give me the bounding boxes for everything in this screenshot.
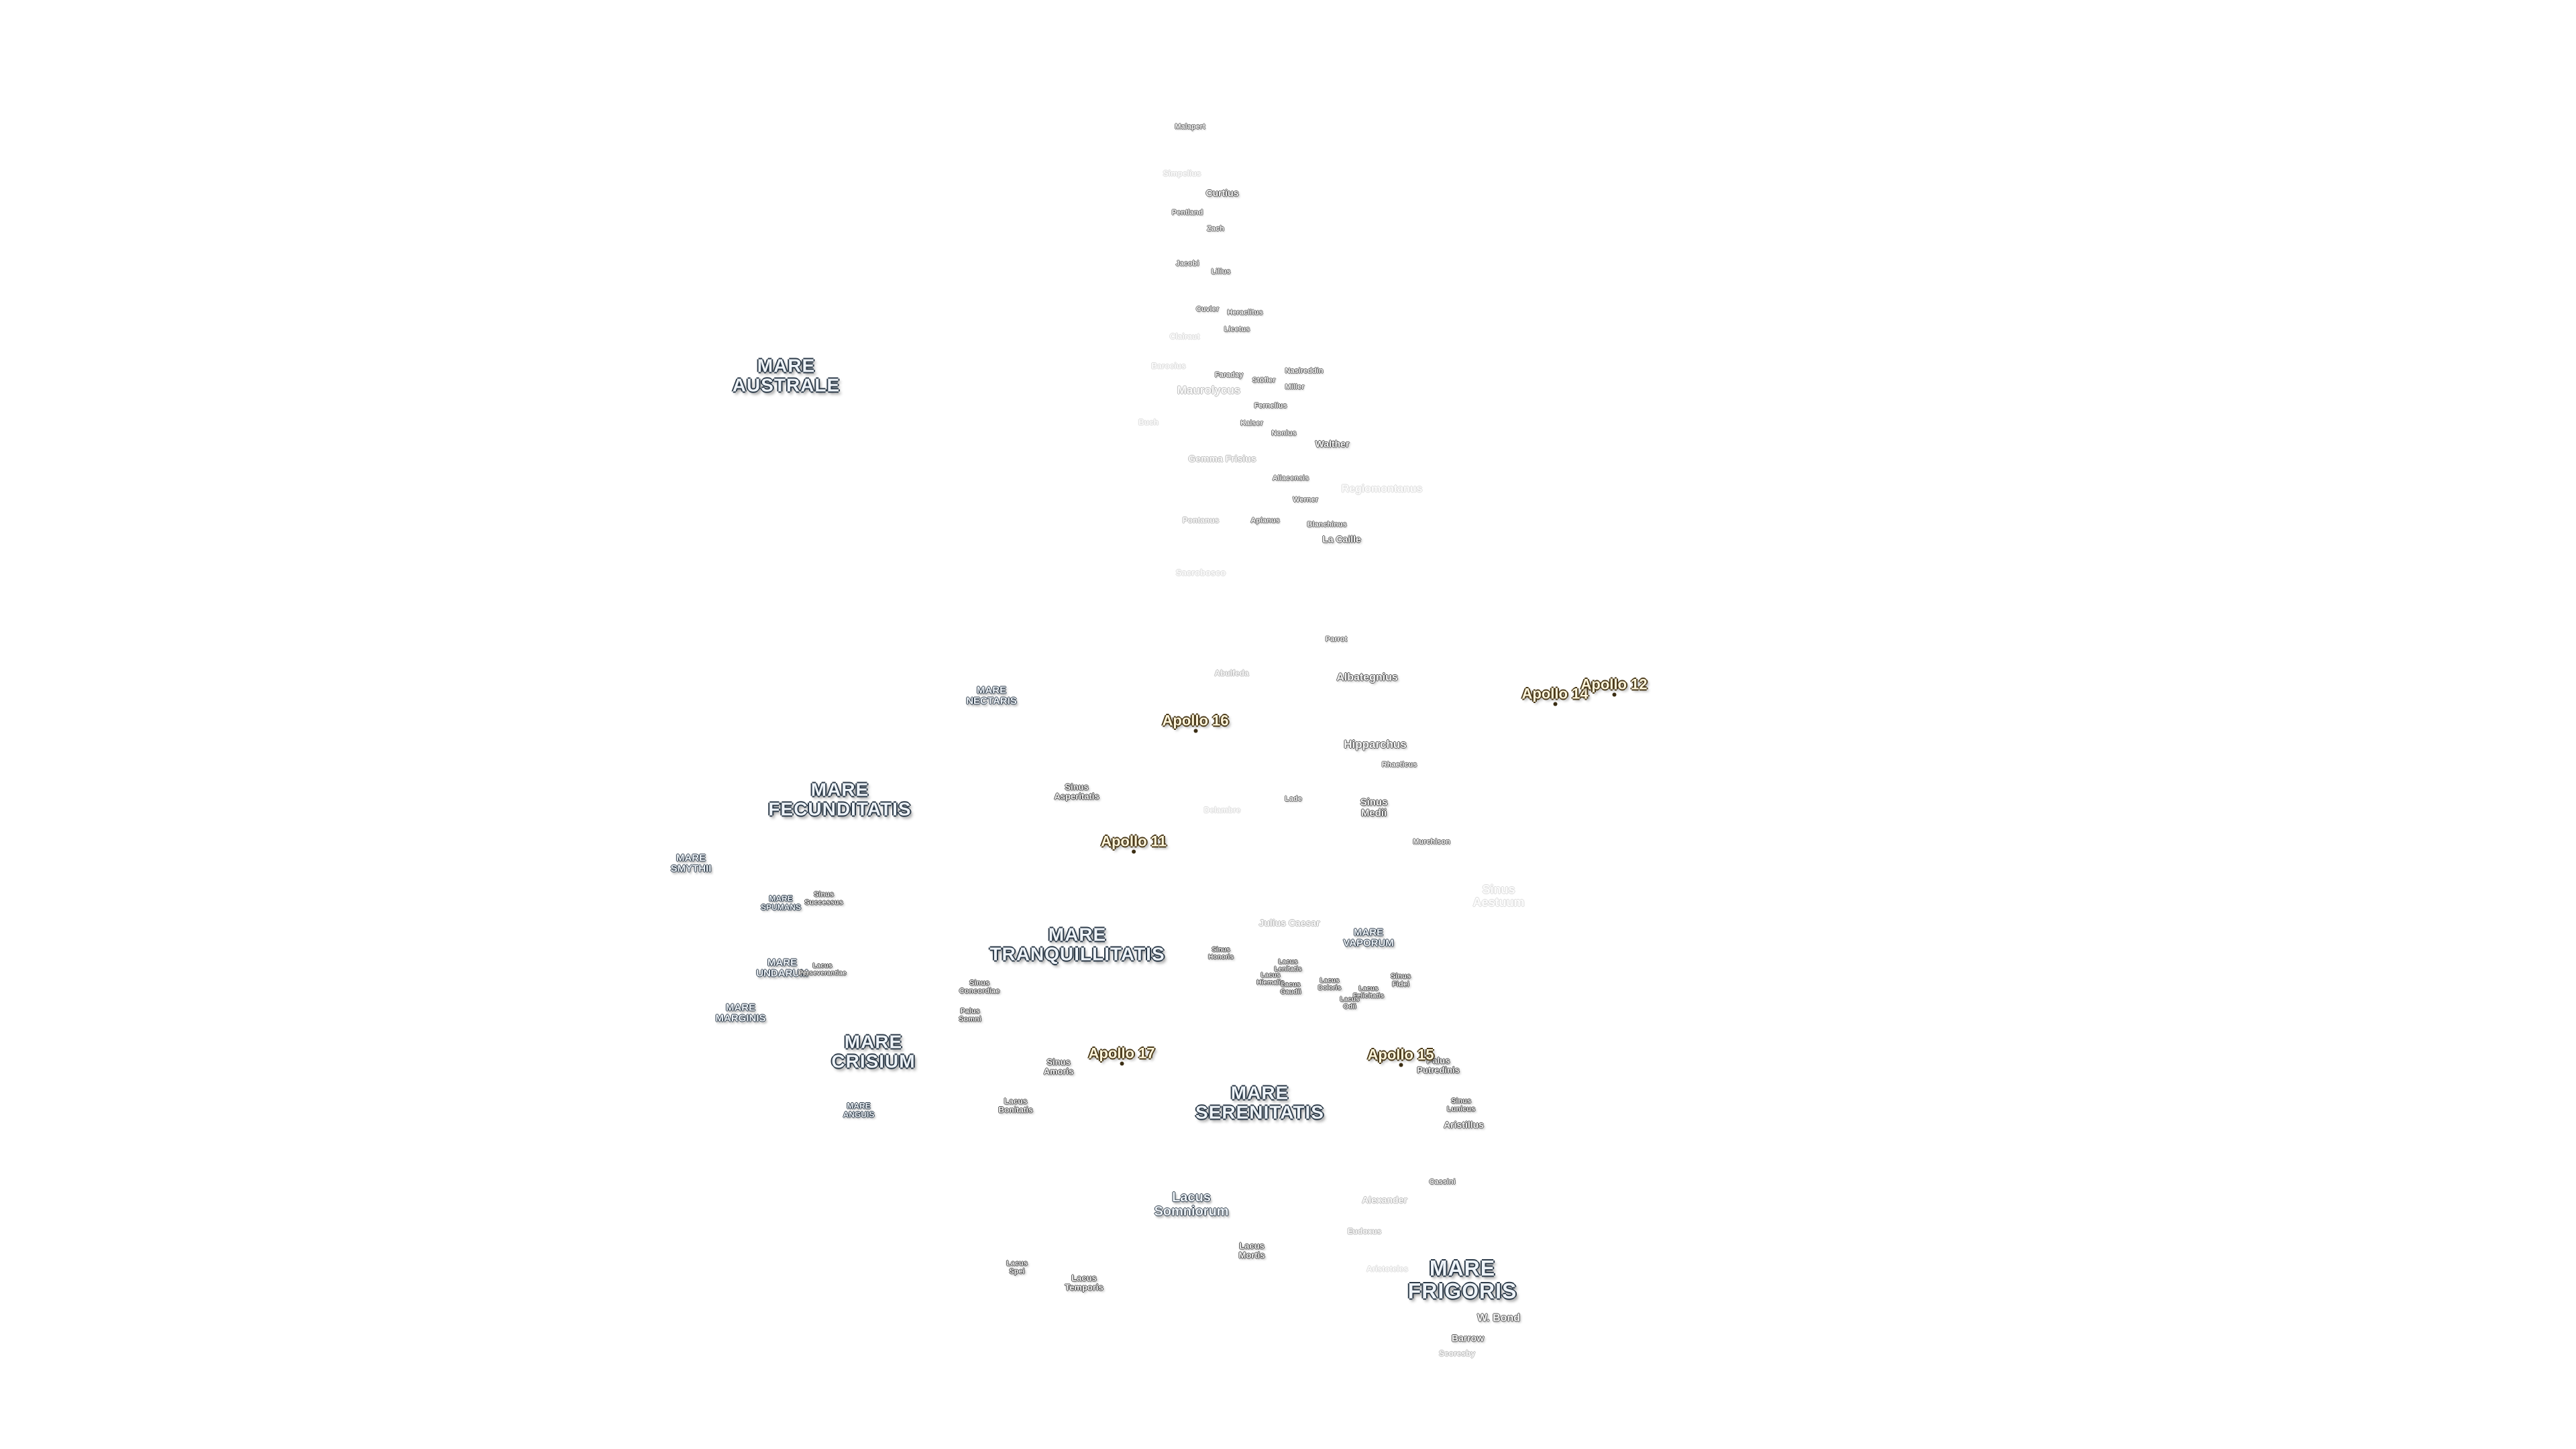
crater-label: Parrot	[1325, 635, 1348, 644]
apollo-16-marker[interactable]: Apollo 16	[1162, 712, 1229, 733]
crater-label: Stöfler	[1252, 376, 1276, 385]
feature-label: Sinus Honoris	[1208, 946, 1234, 961]
mare-label: MARE NECTARIS	[966, 684, 1017, 706]
crater-label: Sacrobosco	[1175, 568, 1226, 578]
mare-label: MARE AUSTRALE	[732, 355, 841, 396]
crater-label: Jacobi	[1175, 260, 1199, 268]
mare-label: MARE TRANQUILLITATIS	[989, 924, 1165, 965]
apollo-12-marker[interactable]: Apollo 12	[1580, 676, 1648, 697]
crater-label: Miller	[1285, 383, 1305, 392]
mare-label: MARE SPUMANS	[760, 894, 802, 912]
feature-label: Lacus Somniorum	[1154, 1190, 1229, 1219]
crater-label: Lilius	[1211, 268, 1231, 276]
feature-label: Lacus Mortis	[1238, 1240, 1265, 1260]
crater-label: Licetus	[1224, 325, 1250, 334]
feature-label: Lacus Doloris	[1318, 977, 1342, 991]
apollo-14-marker[interactable]: Apollo 14	[1521, 685, 1589, 706]
crater-label: Murchison	[1413, 838, 1450, 847]
crater-label: Aristoteles	[1366, 1264, 1409, 1274]
crater-label: Pentland	[1171, 209, 1203, 217]
mare-label: MARE FRIGORIS	[1407, 1256, 1517, 1303]
mare-label: MARE ANGUIS	[843, 1101, 875, 1119]
feature-label: Sinus Amoris	[1043, 1057, 1074, 1076]
mare-label: MARE SMYTHII	[670, 852, 712, 874]
crater-label: Cuvier	[1195, 305, 1220, 314]
crater-label: Albategnius	[1336, 672, 1398, 684]
feature-label: Lacus Spei	[1006, 1259, 1028, 1275]
mare-label: MARE MARGINIS	[715, 1002, 766, 1024]
crater-label: Nasireddin	[1285, 367, 1324, 376]
crater-label: Simpelius	[1163, 168, 1201, 178]
feature-label: Lacus Felicitatis	[1352, 985, 1385, 1000]
crater-label: Alexander	[1362, 1194, 1407, 1205]
crater-label: Kaiser	[1240, 419, 1263, 428]
feature-label: Lacus Bonitatis	[998, 1096, 1033, 1114]
crater-label: Julius Caesar	[1258, 917, 1320, 928]
crater-label: Eudoxus	[1347, 1226, 1382, 1236]
crater-label: Malapert	[1175, 123, 1205, 131]
crater-label: Scoresby	[1438, 1348, 1476, 1358]
feature-label: Lacus Gaudii	[1280, 981, 1301, 996]
crater-label: Fernelius	[1254, 402, 1287, 411]
crater-label: Zach	[1207, 225, 1224, 233]
crater-label: Barocius	[1151, 361, 1186, 371]
crater-label: Curtius	[1205, 187, 1239, 199]
mare-label: MARE UNDARUM	[756, 957, 808, 979]
feature-label: Palus Putredinis	[1417, 1055, 1460, 1075]
crater-label: Buch	[1138, 417, 1159, 427]
crater-label: Aliacensis	[1272, 474, 1309, 483]
crater-label: Walther	[1315, 438, 1350, 449]
crater-label: La Caille	[1322, 533, 1361, 545]
mare-label: MARE CRISIUM	[831, 1031, 916, 1072]
crater-label: Faraday	[1214, 371, 1244, 380]
feature-label: Sinus Medii	[1360, 796, 1388, 818]
feature-label: Lacus Lenitatis	[1274, 958, 1302, 973]
apollo-15-marker[interactable]: Apollo 15	[1367, 1046, 1434, 1067]
crater-label: Aristillus	[1444, 1119, 1484, 1130]
crater-label: Heraclitus	[1227, 309, 1263, 317]
crater-label: Delambre	[1203, 805, 1241, 815]
mare-label: MARE FECUNDITATIS	[768, 779, 912, 820]
crater-label: Sinus Aestuum	[1472, 883, 1525, 909]
crater-label: Clairaut	[1169, 331, 1200, 341]
crater-label: W. Bond	[1477, 1312, 1520, 1324]
crater-label: Apianus	[1250, 517, 1280, 525]
crater-label: Hipparchus	[1344, 738, 1407, 751]
apollo-11-marker[interactable]: Apollo 11	[1101, 833, 1167, 854]
crater-label: Rhaeticus	[1381, 761, 1417, 769]
crater-label: Nonius	[1271, 429, 1297, 438]
crater-label: Abulfeda	[1214, 668, 1249, 678]
feature-label: Sinus Successus	[804, 890, 843, 906]
crater-label: Regiomontanus	[1341, 483, 1423, 495]
feature-label: Sinus Concordiae	[959, 979, 1000, 995]
crater-label: Blanchinus	[1307, 521, 1347, 529]
feature-label: Sinus Lunicus	[1446, 1097, 1476, 1113]
feature-label: Lacus Perseverantiae	[798, 962, 847, 977]
mare-label: MARE VAPORUM	[1343, 926, 1394, 949]
feature-label: Lacus Hiemalis	[1256, 971, 1285, 986]
feature-label: Lacus Odii	[1340, 996, 1360, 1010]
apollo-17-marker[interactable]: Apollo 17	[1088, 1044, 1155, 1066]
crater-label: Lade	[1285, 795, 1302, 804]
crater-label: Maurolycus	[1177, 384, 1241, 397]
mare-label: MARE SERENITATIS	[1195, 1082, 1324, 1123]
crater-label: Pontanus	[1182, 515, 1220, 525]
crater-label: Cassini	[1429, 1178, 1456, 1187]
feature-label: Palus Somni	[959, 1007, 981, 1023]
feature-label: Lacus Temporis	[1065, 1273, 1104, 1292]
crater-label: Gemma Frisius	[1188, 453, 1256, 464]
crater-label: Werner	[1293, 496, 1318, 504]
feature-label: Sinus Asperitatis	[1054, 782, 1099, 801]
crater-label: Barrow	[1451, 1332, 1485, 1344]
feature-label: Sinus Fidei	[1391, 972, 1411, 988]
